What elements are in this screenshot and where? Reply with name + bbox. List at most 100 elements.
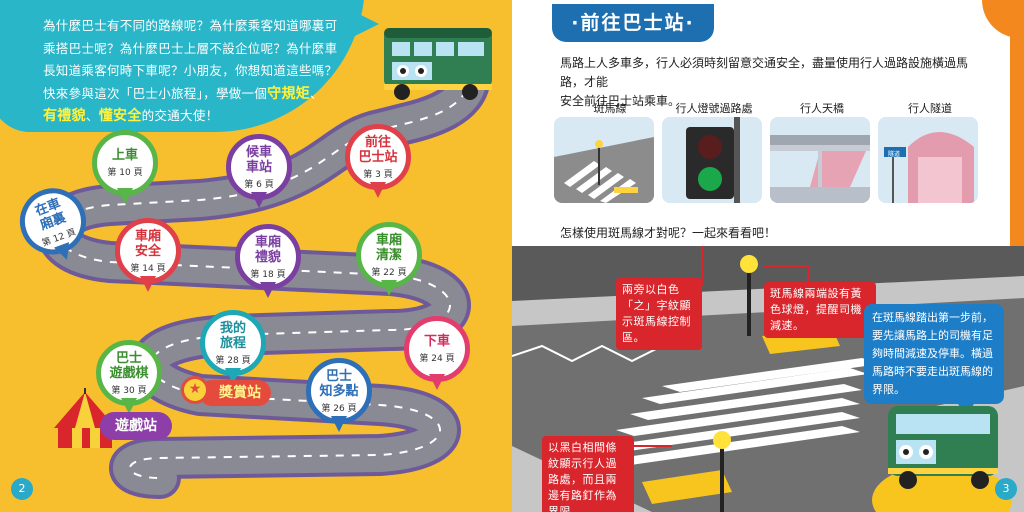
- page-title: ·前往巴士站·: [552, 4, 714, 42]
- intro-line-5: 有禮貌、懂安全的交通大使！: [43, 105, 343, 128]
- pin-clean-title-1: 車廂: [375, 232, 402, 248]
- note-stripes: 以黑白相間條紋顯示行人過路處，而且兩邊有路釘作為界限。: [542, 436, 634, 512]
- intro-line-2: 乘搭巴士呢？為什麼巴士上層不設企位呢？為什麼車: [43, 40, 338, 56]
- body-line-1: 馬路上人多車多，行人必須時刻留意交通安全，盡量使用行人過路設施橫過馬路，才能: [560, 56, 969, 89]
- pin-waiting-tip: [251, 192, 267, 208]
- pin-safety-page: 第 14 頁: [130, 263, 166, 274]
- pin-boarding[interactable]: 上車 第 10 頁: [92, 130, 158, 208]
- thumb-zebra-crossing: [554, 117, 654, 203]
- star-medal-icon: ★: [181, 376, 209, 404]
- pin-waiting-station-head: 候車 車站 第 6 頁: [226, 134, 292, 200]
- pin-alighting-head: 下車 第 24 頁: [404, 316, 470, 382]
- pin-going-title-2: 巴士站: [358, 149, 398, 165]
- pin-boarding-page: 第 10 頁: [107, 168, 143, 178]
- pin-boardgame-title-1: 巴士: [115, 350, 142, 366]
- orange-corner: [982, 0, 1024, 38]
- thumb-footbridge: [770, 117, 870, 203]
- pin-manners-page: 第 18 頁: [250, 269, 286, 280]
- thumb-label-zebra: 斑馬線: [593, 102, 627, 115]
- pin-cabin-manners[interactable]: 車廂 禮貌 第 18 頁: [235, 224, 301, 302]
- highlight-rules: 守規矩: [267, 85, 311, 102]
- pin-my-journey[interactable]: 我的 旅程 第 28 頁: [200, 310, 266, 388]
- thumb-label-tunnel: 行人隧道: [908, 102, 952, 115]
- pin-boardgame-title-2: 遊戲棋: [109, 365, 149, 381]
- pin-safety-tip: [140, 276, 156, 292]
- thumb-label-bridge: 行人天橋: [800, 102, 844, 115]
- pin-manners-head: 車廂 禮貌 第 18 頁: [235, 224, 301, 290]
- award-station-label: 獎賞站: [199, 380, 271, 406]
- pin-manners-title-2: 禮貌: [254, 249, 281, 265]
- intro-line-4a: 快來參與這次「巴士小旅程」，學做一個: [43, 85, 268, 101]
- pin-facts-title-1: 巴士: [325, 368, 352, 384]
- pin-safety-head: 車廂 安全 第 14 頁: [115, 218, 181, 284]
- pin-going-to-stop[interactable]: 前往 巴士站 第 3 頁: [345, 124, 411, 202]
- pin-boarding-tip: [117, 188, 133, 204]
- pin-journey-page: 第 28 頁: [215, 355, 251, 366]
- pin-waiting-station[interactable]: 候車 車站 第 6 頁: [226, 134, 292, 212]
- game-station[interactable]: 遊戲站: [50, 388, 176, 452]
- pin-clean-tip: [381, 280, 397, 296]
- left-page: 為什麼巴士有不同的路線呢？為什麼乘客知道哪裏可 乘搭巴士呢？為什麼巴士上層不設企…: [0, 0, 512, 512]
- pin-facts-tip: [331, 416, 347, 432]
- pin-clean-head: 車廂 清潔 第 22 頁: [356, 222, 422, 288]
- thumb-signal-crossing: [662, 117, 762, 203]
- pin-journey-head: 我的 旅程 第 28 頁: [200, 310, 266, 376]
- bus-mascot-corner: [872, 406, 1012, 512]
- safety-tip-bubble: 在斑馬線踏出第一步前，要先讓馬路上的司機有足夠時間減速及停車。橫過馬路時不要走出…: [864, 304, 1004, 416]
- pin-alighting-tip: [429, 374, 445, 390]
- body-line-2: 安全前往巴士站乘車。: [560, 94, 681, 108]
- pin-boardgame-page: 第 30 頁: [111, 385, 147, 396]
- pin-waiting-title-1: 候車: [245, 144, 272, 160]
- pin-going-head: 前往 巴士站 第 3 頁: [345, 124, 411, 190]
- pin-manners-title-1: 車廂: [254, 234, 281, 250]
- tunnel-sign-text: 隧道: [888, 151, 901, 158]
- page-number-right: 3: [995, 478, 1017, 500]
- thumb-subway: [878, 117, 978, 203]
- pin-clean-page: 第 22 頁: [371, 267, 407, 278]
- pin-boarding-head: 上車 第 10 頁: [92, 130, 158, 196]
- right-page: ·前往巴士站· 馬路上人多車多，行人必須時刻留意交通安全，盡量使用行人過路設施橫…: [512, 0, 1024, 512]
- pin-facts-page: 第 26 頁: [321, 403, 357, 414]
- bus-mascot: [384, 28, 492, 100]
- pin-safety-title-2: 安全: [134, 243, 161, 259]
- pin-boardgame-head: 巴士 遊戲棋 第 30 頁: [96, 340, 162, 406]
- footbridge-image: [770, 117, 870, 203]
- pin-going-title-1: 前往: [364, 134, 391, 150]
- game-station-label: 遊戲站: [100, 412, 172, 440]
- pin-boarding-title: 上車: [111, 148, 138, 163]
- pin-waiting-title-2: 車站: [245, 159, 272, 175]
- award-station[interactable]: 獎賞站 ★: [181, 374, 273, 410]
- zebra-crossing-illustration: 兩旁以白色「之」字紋顯示斑馬線控制區。 斑馬線兩端設有黃色球燈，提醒司機減速。 …: [512, 246, 1024, 512]
- pin-waiting-page: 第 6 頁: [244, 179, 274, 190]
- zebra-crossing-image: [554, 117, 654, 203]
- pin-journey-title-2: 旅程: [219, 335, 246, 351]
- pin-alighting-page: 第 24 頁: [419, 354, 455, 364]
- pin-bus-board-game[interactable]: 巴士 遊戲棋 第 30 頁: [96, 340, 162, 418]
- intro-sep-1: 、: [310, 85, 323, 101]
- pedestrian-signal-image: [662, 117, 762, 203]
- intro-text: 為什麼巴士有不同的路線呢？為什麼乘客知道哪裏可 乘搭巴士呢？為什麼巴士上層不設企…: [43, 15, 343, 128]
- body-text: 馬路上人多車多，行人必須時刻留意交通安全，盡量使用行人過路設施橫過馬路，才能 安…: [560, 54, 978, 111]
- intro-line-4: 快來參與這次「巴士小旅程」，學做一個守規矩、: [43, 83, 343, 106]
- pin-bus-facts[interactable]: 巴士 知多點 第 26 頁: [306, 358, 372, 436]
- highlight-safety: 懂安全: [98, 108, 142, 124]
- thumb-label-signal: 行人燈號過路處: [675, 102, 753, 115]
- question-text: 怎樣使用斑馬線才對呢？一起來看看吧！: [560, 226, 777, 240]
- intro-sep-2: 、: [85, 108, 99, 123]
- pin-going-page: 第 3 頁: [363, 169, 393, 180]
- pin-safety-title-1: 車廂: [134, 228, 161, 244]
- pin-facts-title-2: 知多點: [319, 383, 359, 399]
- intro-line-5c: 的交通大使！: [141, 108, 219, 123]
- subway-image: [878, 117, 978, 203]
- page-number-left: 2: [11, 478, 33, 500]
- pin-going-tip: [370, 182, 386, 198]
- pin-alighting-title: 下車: [423, 334, 450, 349]
- pin-clean-title-2: 清潔: [375, 247, 402, 263]
- pin-cabin-cleanliness[interactable]: 車廂 清潔 第 22 頁: [356, 222, 422, 300]
- pin-boardgame-tip: [121, 398, 137, 414]
- pin-cabin-safety[interactable]: 車廂 安全 第 14 頁: [115, 218, 181, 296]
- journey-road: [36, 28, 492, 499]
- highlight-polite: 有禮貌: [43, 108, 86, 124]
- intro-line-3: 長知道乘客何時下車呢？小朋友，你想知道這些嗎？: [43, 63, 338, 78]
- pin-alighting[interactable]: 下車 第 24 頁: [404, 316, 470, 394]
